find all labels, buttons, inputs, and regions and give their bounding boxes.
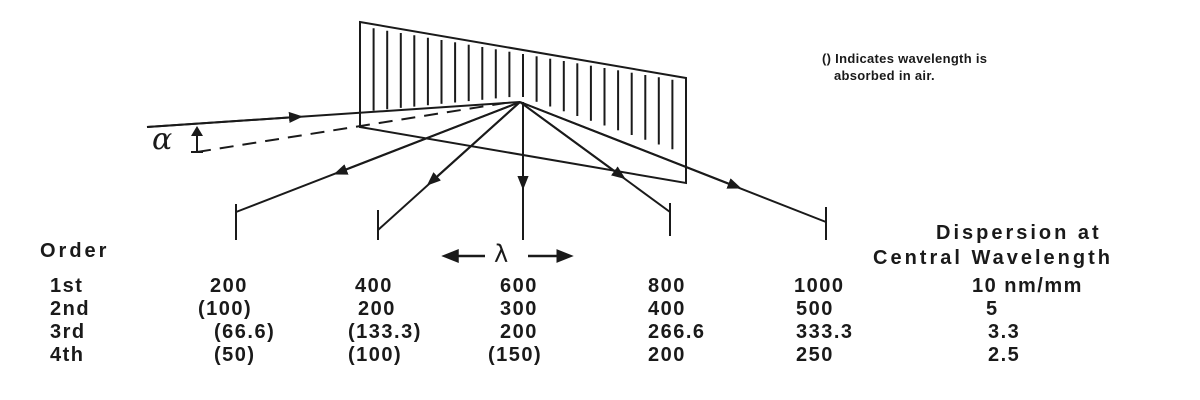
diffracted-rays xyxy=(235,101,827,240)
order-label: 2nd xyxy=(50,298,91,320)
note-line-1: () Indicates wavelength is xyxy=(822,51,988,66)
reference-dashed-line xyxy=(196,102,506,153)
table-cell: 300 xyxy=(500,298,538,320)
table-cell: (100) xyxy=(348,344,403,366)
order-label: 1st xyxy=(50,275,84,297)
dispersion-value: 2.5 xyxy=(988,344,1021,366)
table-cell: (66.6) xyxy=(214,321,276,343)
table-cell: 500 xyxy=(796,298,834,320)
note-line-2: absorbed in air. xyxy=(834,68,935,83)
table-cell: (50) xyxy=(214,344,256,366)
lambda-label: λ xyxy=(494,240,509,268)
table-cell: 200 xyxy=(210,275,248,297)
dispersion-header-line-2: Central Wavelength xyxy=(873,247,1113,269)
alpha-angle-indicator xyxy=(191,126,203,153)
absorption-note: () Indicates wavelength is absorbed in a… xyxy=(822,50,987,84)
table-cell: 200 xyxy=(500,321,538,343)
dispersion-value: 10 nm/mm xyxy=(972,275,1083,297)
incident-ray xyxy=(146,101,521,128)
grating xyxy=(359,20,687,185)
detector-ticks xyxy=(235,203,827,240)
table-cell: 200 xyxy=(648,344,686,366)
table-cell: 333.3 xyxy=(796,321,854,343)
table-cell: 400 xyxy=(648,298,686,320)
table-cell: 250 xyxy=(796,344,834,366)
grating-outline xyxy=(359,20,687,185)
alpha-label: α xyxy=(152,122,173,157)
table-cell: (133.3) xyxy=(348,321,422,343)
order-label: 3rd xyxy=(50,321,86,343)
dispersion-value: 3.3 xyxy=(988,321,1021,343)
table-cell: 200 xyxy=(358,298,396,320)
order-header: Order xyxy=(40,240,110,262)
dispersion-value: 5 xyxy=(986,298,999,320)
table-cell: 400 xyxy=(355,275,393,297)
table-cell: (100) xyxy=(198,298,253,320)
table-cell: 266.6 xyxy=(648,321,706,343)
table-cell: (150) xyxy=(488,344,543,366)
table-cell: 1000 xyxy=(794,275,845,297)
dispersion-header-line-1: Dispersion at xyxy=(936,222,1102,244)
table-cell: 600 xyxy=(500,275,538,297)
grating-rulings xyxy=(372,28,674,150)
table-cell: 800 xyxy=(648,275,686,297)
order-label: 4th xyxy=(50,344,85,366)
